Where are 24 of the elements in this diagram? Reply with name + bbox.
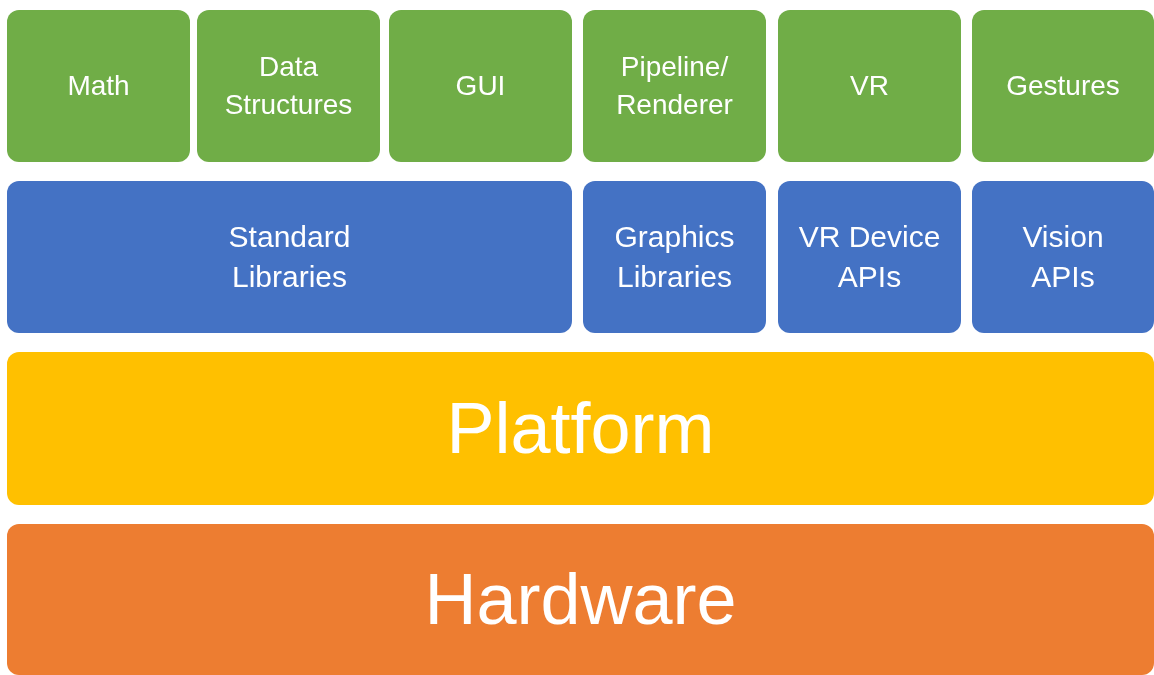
block-label: Vision APIs	[1021, 218, 1105, 295]
block-label: Graphics Libraries	[613, 218, 736, 295]
layer-block	[7, 181, 572, 333]
block-label: Gestures	[1006, 69, 1120, 104]
layer-block	[972, 181, 1154, 333]
layer-block	[583, 181, 766, 333]
block-label: VR	[850, 69, 889, 104]
block-label: Platform	[446, 388, 715, 469]
block-label: Data Structures	[223, 50, 354, 122]
layer-block	[7, 524, 1154, 675]
block-label: Hardware	[424, 559, 737, 640]
block-label: Standard Libraries	[227, 218, 352, 295]
layer-block	[583, 10, 766, 162]
layer-block	[389, 10, 572, 162]
block-label: Math	[67, 69, 130, 104]
layer-block	[197, 10, 380, 162]
block-label: VR Device APIs	[797, 218, 942, 295]
layer-block	[778, 10, 961, 162]
block-label: GUI	[455, 69, 506, 104]
block-label: Pipeline/ Renderer	[615, 50, 734, 122]
layer-block	[7, 10, 190, 162]
layer-block	[7, 352, 1154, 505]
layer-block	[778, 181, 961, 333]
layer-block	[972, 10, 1154, 162]
